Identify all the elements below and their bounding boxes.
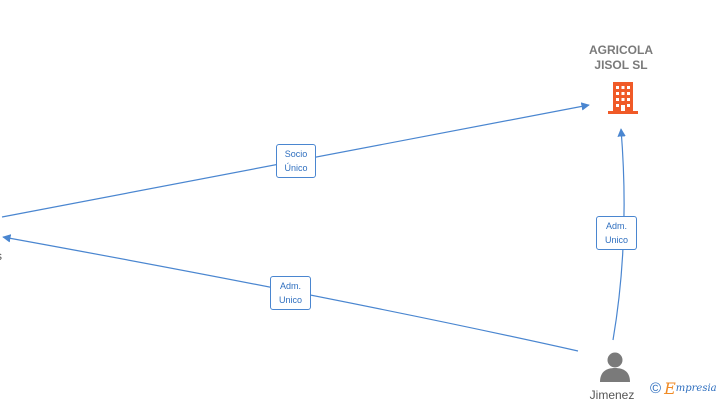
edge-label-adm-unico-left[interactable]: Adm. Unico (270, 276, 311, 310)
edge-adm-unico-left (2, 234, 579, 352)
edge-label-socio-unico[interactable]: Socio Único (276, 144, 316, 178)
copyright-symbol: © (650, 380, 662, 397)
left-node-fragment-top: s (0, 249, 2, 263)
empresia-watermark: ©Empresia (650, 379, 728, 399)
brand-initial: E (664, 379, 676, 398)
building-icon[interactable] (608, 82, 638, 114)
edge-label-adm-unico-right[interactable]: Adm. Unico (596, 216, 637, 250)
person-icon[interactable] (600, 352, 630, 383)
company-name[interactable]: AGRICOLA JISOL SL (589, 43, 653, 72)
person-name[interactable]: Jimenez (589, 388, 635, 402)
brand-name: mpresia (675, 383, 717, 394)
